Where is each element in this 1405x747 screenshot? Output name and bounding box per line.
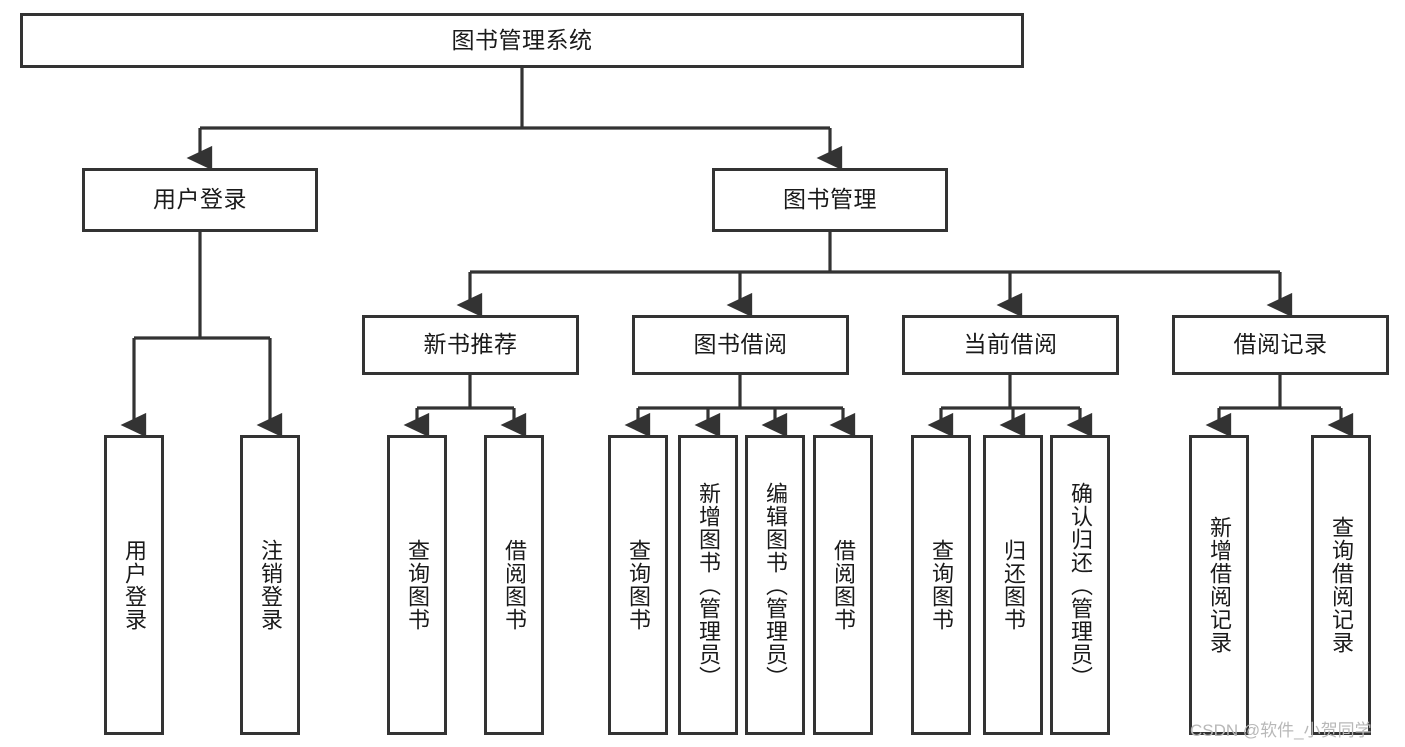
leaf-edit-book-admin[interactable]: 编辑图书（管理员）: [745, 435, 805, 735]
leaf-borrow-book-new[interactable]: 借阅图书: [484, 435, 544, 735]
node-user-login[interactable]: 用户登录: [82, 168, 318, 232]
leaf-add-book-admin[interactable]: 新增图书（管理员）: [678, 435, 738, 735]
leaf-query-borrow-record[interactable]: 查询借阅记录: [1311, 435, 1371, 735]
node-new-book-recommend[interactable]: 新书推荐: [362, 315, 579, 375]
node-borrow-record[interactable]: 借阅记录: [1172, 315, 1389, 375]
node-current-borrow[interactable]: 当前借阅: [902, 315, 1119, 375]
node-borrow-record-label: 借阅记录: [1233, 331, 1328, 358]
node-new-book-recommend-label: 新书推荐: [423, 331, 518, 358]
leaf-return-book-label: 归还图书: [1000, 539, 1026, 631]
leaf-query-book-new-label: 查询图书: [404, 539, 430, 631]
node-user-login-label: 用户登录: [153, 186, 247, 213]
csdn-watermark: CSDN @软件_小贺同学: [1190, 721, 1372, 740]
node-book-management[interactable]: 图书管理: [712, 168, 948, 232]
leaf-return-book[interactable]: 归还图书: [983, 435, 1043, 735]
leaf-query-book-borrow-label: 查询图书: [625, 539, 651, 631]
leaf-confirm-return-admin-label: 确认归还（管理员）: [1067, 481, 1093, 689]
leaf-query-book-borrow[interactable]: 查询图书: [608, 435, 668, 735]
leaf-query-borrow-record-label: 查询借阅记录: [1328, 516, 1354, 654]
leaf-add-book-admin-label: 新增图书（管理员）: [695, 481, 721, 689]
leaf-borrow-book-label: 借阅图书: [830, 539, 856, 631]
leaf-confirm-return-admin[interactable]: 确认归还（管理员）: [1050, 435, 1110, 735]
leaf-borrow-book[interactable]: 借阅图书: [813, 435, 873, 735]
leaf-logout[interactable]: 注销登录: [240, 435, 300, 735]
node-root-label: 图书管理系统: [451, 26, 593, 53]
node-current-borrow-label: 当前借阅: [963, 331, 1058, 358]
node-book-management-label: 图书管理: [783, 186, 877, 213]
leaf-add-borrow-record-label: 新增借阅记录: [1206, 516, 1232, 654]
leaf-borrow-book-new-label: 借阅图书: [501, 539, 527, 631]
leaf-user-login[interactable]: 用户登录: [104, 435, 164, 735]
leaf-query-book-current-label: 查询图书: [928, 539, 954, 631]
leaf-query-book-current[interactable]: 查询图书: [911, 435, 971, 735]
node-root[interactable]: 图书管理系统: [20, 13, 1024, 68]
leaf-edit-book-admin-label: 编辑图书（管理员）: [762, 481, 788, 689]
node-book-borrow-label: 图书借阅: [693, 331, 788, 358]
node-book-borrow[interactable]: 图书借阅: [632, 315, 849, 375]
leaf-logout-label: 注销登录: [257, 539, 283, 631]
leaf-query-book-new[interactable]: 查询图书: [387, 435, 447, 735]
leaf-add-borrow-record[interactable]: 新增借阅记录: [1189, 435, 1249, 735]
leaf-user-login-label: 用户登录: [121, 539, 147, 631]
